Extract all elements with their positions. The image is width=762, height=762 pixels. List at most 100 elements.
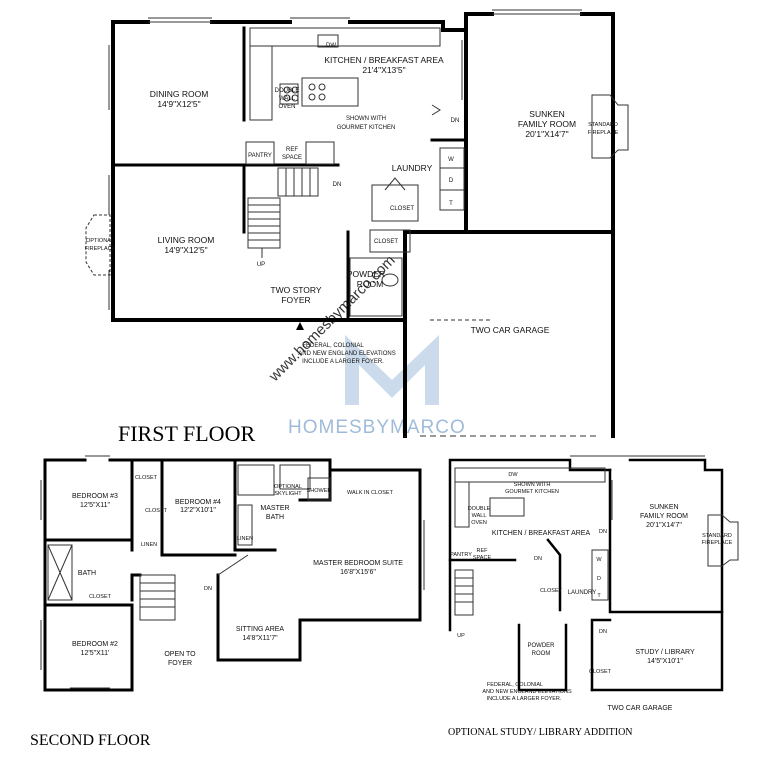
first-floor-dw-label: DW [326, 43, 336, 49]
second-floor-linen-label-a: LINEN [141, 542, 157, 548]
first-floor-tub-label: T [449, 201, 453, 207]
second-floor-sitting-label: SITTING AREA [236, 626, 285, 633]
optional-family-label-2: FAMILY ROOM [640, 513, 688, 520]
first-floor-foyer-label-2: FOYER [281, 295, 310, 305]
second-floor-plan: BEDROOM #3 12'5"X11" BEDROOM #4 12'2"X10… [30, 455, 425, 749]
second-floor-bed2-size: 12'5"X11' [81, 650, 110, 657]
first-floor-std-fireplace-label-2: FIREPLACE [588, 130, 619, 136]
optional-dn-label-1: DN [599, 529, 607, 535]
first-floor-oven-label-2: WALL [279, 96, 296, 102]
first-floor-living-size: 14'9"X12'5" [164, 245, 207, 255]
optional-study-label: STUDY / LIBRARY [635, 649, 695, 656]
optional-elevation-note-3: INCLUDE A LARGER FOYER. [487, 696, 562, 702]
optional-up-label: UP [457, 633, 465, 639]
first-floor-garage-label: TWO CAR GARAGE [471, 325, 550, 335]
watermark-brand: HOMESBYMARCO [288, 417, 466, 438]
first-floor-closet-label-2: CLOSET [374, 239, 398, 245]
second-floor-walk-in-label: WALK IN CLOSET [347, 490, 394, 496]
second-floor-bed3-label: BEDROOM #3 [72, 493, 118, 500]
second-floor-dn-label: DN [204, 586, 212, 592]
optional-pantry-label: PANTRY [450, 552, 472, 558]
second-floor-bed3-size: 12'5"X11" [80, 502, 110, 509]
second-floor-open-foyer-label-2: FOYER [168, 660, 192, 667]
first-floor-elevation-marker-icon [296, 322, 304, 330]
optional-closet-label-a: CLOSET [540, 588, 563, 594]
first-floor-powder-label-2: ROOM [357, 279, 383, 289]
first-floor-family-size: 20'1"X14'7" [525, 129, 568, 139]
optional-gourmet-label-1: SHOWN WITH [514, 482, 551, 488]
first-floor-elevation-note-2: AND NEW ENGLAND ELEVATIONS [298, 351, 395, 357]
optional-dn-label-2: DN [599, 629, 607, 635]
optional-oven-label-2: WALL [472, 513, 487, 519]
second-floor-heading: SECOND FLOOR [30, 732, 151, 749]
optional-tub-label: T [597, 593, 601, 599]
second-floor-shower-label: SHOWER [307, 488, 332, 494]
first-floor-ref-label-2: SPACE [282, 155, 302, 161]
optional-ref-label-1: REF [477, 548, 489, 554]
first-floor-dining-size: 14'9"X12'5" [157, 99, 200, 109]
first-floor-elevation-note-1: FEDERAL, COLONIAL [302, 343, 364, 349]
optional-family-label-1: SUNKEN [649, 504, 678, 511]
first-floor-gourmet-label-2: GOURMET KITCHEN [337, 125, 396, 131]
first-floor-pantry-label: PANTRY [248, 153, 272, 159]
second-floor-closet-label-c: CLOSET [89, 594, 112, 600]
first-floor-oven-label-1: DOUBLE [275, 88, 300, 94]
optional-gourmet-label-2: GOURMET KITCHEN [505, 489, 559, 495]
second-floor-master-suite-label: MASTER BEDROOM SUITE [313, 560, 403, 567]
first-floor-foyer-label-1: TWO STORY [270, 285, 321, 295]
optional-powder-label-2: ROOM [532, 651, 551, 657]
first-floor-standard-fireplace-icon [591, 94, 629, 159]
second-floor-master-bath-label-1: MASTER [260, 505, 289, 512]
second-floor-closet-label-b: CLOSET [145, 508, 168, 514]
first-floor-dining-label: DINING ROOM [150, 89, 209, 99]
first-floor-std-fireplace-label-1: STANDARD [588, 122, 618, 128]
first-floor-family-label-1: SUNKEN [529, 109, 564, 119]
first-floor-opt-fireplace-label-1: OPTIONAL [86, 238, 114, 244]
first-floor-kitchen-label: KITCHEN / BREAKFAST AREA [324, 55, 444, 65]
first-floor-optional-fireplace-icon [85, 214, 111, 276]
optional-washer-label: W [596, 557, 602, 563]
second-floor-bath-label: BATH [78, 570, 96, 577]
optional-garage-label: TWO CAR GARAGE [608, 705, 673, 712]
first-floor-plan: KITCHEN / BREAKFAST AREA 21'4"X13'5" DIN… [85, 9, 629, 446]
optional-oven-label-3: OVEN [471, 520, 487, 526]
optional-oven-label-1: DOUBLE [468, 506, 491, 512]
first-floor-gourmet-label-1: SHOWN WITH [346, 116, 386, 122]
second-floor-open-foyer-label-1: OPEN TO [164, 651, 196, 658]
first-floor-dryer-label: D [449, 178, 454, 184]
first-floor-laundry-label: LAUNDRY [392, 163, 433, 173]
second-floor-bed2-label: BEDROOM #2 [72, 641, 118, 648]
optional-ref-label-2: SPACE [473, 555, 492, 561]
first-floor-elevation-note-3: INCLUDE A LARGER FOYER. [302, 359, 384, 365]
second-floor-linen-label-b: LINEN [237, 536, 253, 542]
first-floor-ref-label-1: REF [286, 147, 298, 153]
second-floor-master-bath-label-2: BATH [266, 514, 284, 521]
second-floor-skylight-label-2: SKYLIGHT [274, 491, 302, 497]
optional-elevation-note-2: AND NEW ENGLAND ELEVATIONS [482, 689, 572, 695]
optional-family-size: 20'1"X14'7" [646, 522, 682, 529]
first-floor-dn-label-1: DN [451, 118, 460, 124]
optional-dn-label-3: DN [534, 556, 542, 562]
optional-elevation-note-1: FEDERAL, COLONIAL [487, 682, 543, 688]
optional-dw-label: DW [508, 472, 518, 478]
optional-kitchen-label: KITCHEN / BREAKFAST AREA [492, 530, 591, 537]
first-floor-dn-label-2: DN [333, 182, 342, 188]
first-floor-oven-label-3: OVEN [278, 104, 295, 110]
first-floor-up-label: UP [257, 262, 265, 268]
optional-laundry-label: LAUNDRY [568, 590, 597, 596]
first-floor-closet-label-1: CLOSET [390, 206, 414, 212]
second-floor-master-suite-size: 16'8"X15'6" [340, 569, 376, 576]
optional-addition-plan: KITCHEN / BREAKFAST AREA SUNKEN FAMILY R… [448, 455, 739, 738]
optional-heading: OPTIONAL STUDY/ LIBRARY ADDITION [448, 727, 633, 738]
first-floor-family-label-2: FAMILY ROOM [518, 119, 576, 129]
second-floor-sitting-size: 14'8"X11'7" [242, 635, 278, 642]
first-floor-washer-label: W [448, 157, 454, 163]
optional-fireplace-label-2: FIREPLACE [702, 540, 733, 546]
second-floor-closet-label-a: CLOSET [135, 475, 158, 481]
first-floor-powder-label-1: POWDER [347, 269, 385, 279]
first-floor-arrow-icon [431, 104, 441, 116]
first-floor-opt-fireplace-label-2: FIREPLACE [85, 246, 116, 252]
watermark-logo-m [345, 335, 439, 405]
first-floor-kitchen-size: 21'4"X13'5" [362, 65, 405, 75]
